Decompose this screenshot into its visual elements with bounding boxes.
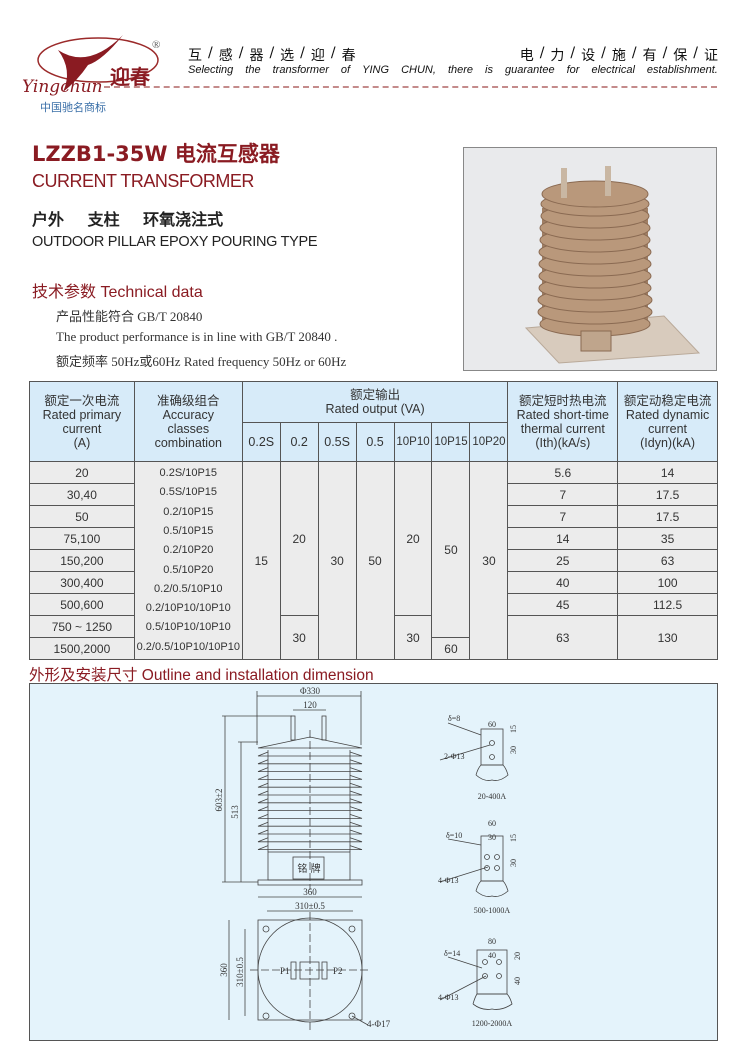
svg-text:4-Φ13: 4-Φ13 (438, 993, 459, 1002)
dim-120: 120 (303, 700, 317, 710)
nameplate-label: 铭 牌 (297, 862, 320, 875)
svg-text:2-Φ13: 2-Φ13 (444, 752, 465, 761)
terminal-detail-20-400A: δ=8 60 15 30 2-Φ13 20-400A (439, 714, 518, 801)
terminal-detail-500-1000A: δ=10 60 30 15 30 4-Φ13 500-1000A (438, 819, 518, 915)
famous-brand-label: 中国驰名商标 (40, 101, 106, 114)
dim-310-height: 310±0.5 (235, 957, 245, 987)
header-class: 10P15 (431, 422, 471, 462)
insulator-shed (257, 821, 363, 827)
holes-label: 4-Φ17 (367, 1019, 391, 1029)
header-class: 10P20 (469, 422, 509, 462)
insulator-shed (257, 790, 363, 796)
tech-line: 额定频率 50Hz或60Hz Rated frequency 50Hz or 6… (56, 354, 347, 369)
product-type-en: OUTDOOR PILLAR EPOXY POURING TYPE (32, 234, 318, 250)
svg-text:40: 40 (488, 951, 496, 960)
dim-310-width: 310±0.5 (295, 901, 325, 911)
header-class: 0.2S (241, 422, 281, 462)
logo-text-en: Yingchun (22, 77, 103, 97)
dim-360-height: 360 (219, 963, 229, 977)
tech-line: The product performance is in line with … (56, 329, 338, 344)
svg-text:500-1000A: 500-1000A (474, 906, 511, 915)
logo-text-cn: 迎春 (110, 65, 151, 89)
header-class: 0.5 (355, 422, 395, 462)
dim-360-width: 360 (303, 887, 317, 897)
svg-text:40: 40 (513, 977, 522, 985)
terminal-p1: P1 (280, 966, 290, 976)
svg-text:δ=14: δ=14 (444, 949, 460, 958)
header-class: 0.5S (317, 422, 357, 462)
outline-diagram: Φ330 120 603±2 513 铭 牌 360 310±0.5 360 3… (29, 683, 718, 1041)
svg-text:15: 15 (509, 834, 518, 842)
tech-line: 产品性能符合 GB/T 20840 (56, 309, 203, 324)
svg-text:20: 20 (513, 952, 522, 960)
header-class: 0.2 (279, 422, 319, 462)
svg-text:60: 60 (488, 720, 496, 729)
outline-heading: 外形及安装尺寸 Outline and installation dimensi… (29, 667, 374, 684)
svg-text:30: 30 (509, 859, 518, 867)
product-title: LZZB1-35W 电流互感器 (32, 142, 280, 166)
dim-513: 513 (230, 805, 240, 819)
svg-text:80: 80 (488, 937, 496, 946)
header-divider (104, 86, 717, 88)
svg-text:15: 15 (509, 725, 518, 733)
svg-text:δ=10: δ=10 (446, 831, 462, 840)
insulator-shed (257, 767, 363, 772)
slogan-cn: 互/感/器/选/迎/春 电/力/设/施/有/保/证 (188, 45, 718, 64)
terminal-p2: P2 (333, 966, 343, 976)
svg-text:20-400A: 20-400A (478, 792, 507, 801)
registered-mark: ® (152, 39, 160, 51)
product-photo (463, 147, 717, 371)
product-type-cn: 户外 支柱 环氧浇注式 (32, 210, 224, 229)
tech-heading: 技术参数 Technical data (32, 284, 203, 301)
dim-phi330: Φ330 (300, 686, 321, 696)
svg-text:1200-2000A: 1200-2000A (472, 1019, 513, 1028)
svg-text:30: 30 (488, 833, 496, 842)
svg-text:30: 30 (509, 746, 518, 754)
insulator-body-outline (267, 750, 351, 852)
svg-text:δ=8: δ=8 (448, 714, 460, 723)
product-subtitle: CURRENT TRANSFORMER (32, 171, 254, 191)
dim-603: 603±2 (214, 789, 224, 812)
insulator-shed (257, 845, 363, 850)
company-logo: Yingchun 迎春 ® (22, 35, 160, 97)
header-class: 10P10 (393, 422, 433, 462)
terminal-detail-1200-2000A: 80 δ=14 40 20 40 4-Φ13 1200-2000A (438, 937, 522, 1028)
svg-text:60: 60 (488, 819, 496, 828)
svg-text:4-Φ13: 4-Φ13 (438, 876, 459, 885)
